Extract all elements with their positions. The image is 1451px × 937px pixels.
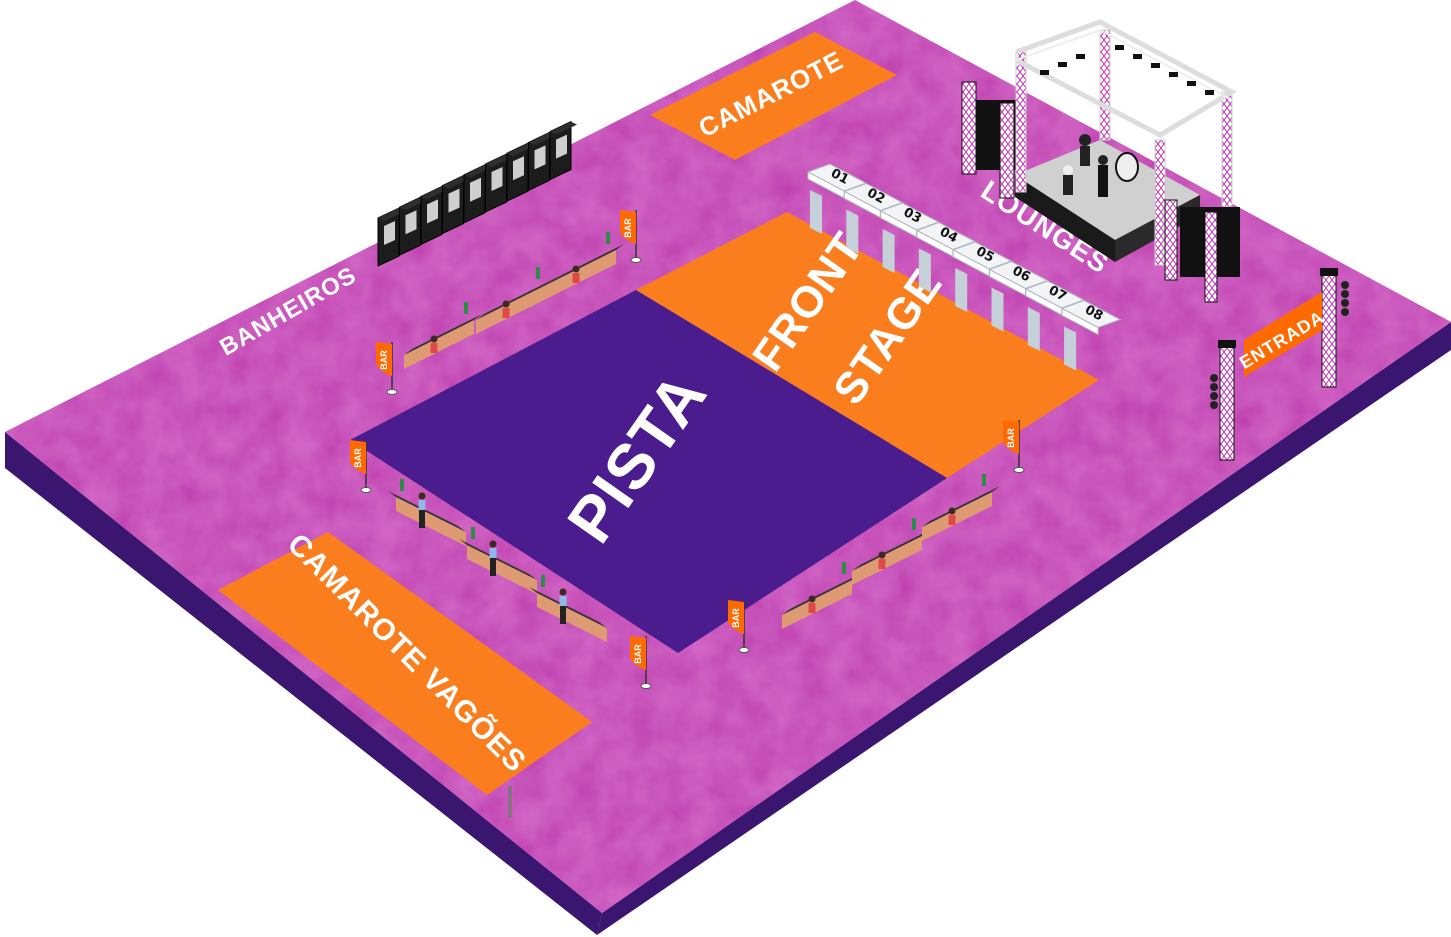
- lounge-01[interactable]: 01: [806, 163, 868, 234]
- toilet-cabin: [377, 207, 405, 267]
- platform-side-left: [5, 432, 602, 935]
- toilet-cabin: [420, 185, 448, 246]
- bar-counter: [852, 518, 930, 585]
- bar-flag-label: BAR: [379, 350, 389, 370]
- lounge-08[interactable]: 08: [1060, 299, 1122, 371]
- toilet-cabin: [442, 174, 470, 235]
- toilet-cabin: [485, 153, 513, 213]
- toilet-cabin: [528, 131, 556, 192]
- bar-flag[interactable]: BAR: [630, 636, 652, 689]
- toilet-cabin: [399, 196, 427, 256]
- lounge-03[interactable]: 03: [879, 202, 940, 273]
- bar-flag[interactable]: BAR: [350, 440, 372, 493]
- bar-flag[interactable]: BAR: [728, 600, 750, 653]
- bar-counter: [388, 479, 466, 546]
- bar-counter: [459, 527, 537, 594]
- lounge-04[interactable]: 04: [915, 221, 977, 293]
- main-stage[interactable]: [961, 19, 1240, 303]
- bar-flag[interactable]: BAR: [1003, 420, 1025, 473]
- bar-counter: [529, 575, 607, 642]
- bar-flag-label: BAR: [731, 608, 741, 628]
- bar-flag-label: BAR: [353, 448, 363, 468]
- bar-counter: [922, 474, 1000, 541]
- bar-counter: [476, 267, 554, 334]
- bar-flag[interactable]: BAR: [376, 342, 398, 395]
- lounge-06[interactable]: 06: [988, 260, 1049, 332]
- toilet-cabin: [463, 164, 491, 224]
- toilet-cabin: [549, 120, 577, 181]
- toilet-cabin: [506, 142, 534, 202]
- bars: BAR BAR BAR BAR BAR BAR: [350, 210, 1025, 689]
- zone-pista[interactable]: PISTA: [350, 290, 947, 653]
- bar-flag-label: BAR: [1006, 428, 1016, 448]
- bar-flag-label: BAR: [623, 218, 633, 238]
- entrada-banner: [1244, 292, 1322, 377]
- bar-counter: [546, 232, 624, 299]
- platform-side-right: [597, 322, 1451, 935]
- bar-counter: [404, 302, 482, 369]
- lounge-05[interactable]: 05: [951, 241, 1013, 312]
- banheiros-cabins[interactable]: [377, 120, 577, 267]
- lounge-02[interactable]: 02: [843, 182, 904, 254]
- bar-flag[interactable]: BAR: [620, 210, 642, 263]
- bar-counter: [782, 562, 860, 629]
- bar-flag-label: BAR: [633, 644, 643, 664]
